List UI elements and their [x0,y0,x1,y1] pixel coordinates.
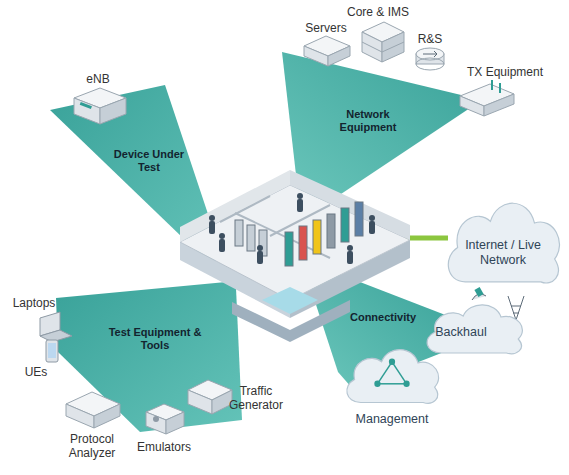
traffic-generator-device [188,380,232,414]
beam-label-box: Network Equipment [322,108,414,134]
equipment-label: Emulators [129,440,199,454]
beam-title: Test Equipment & Tools [105,326,205,352]
equipment-label: Traffic Generator [223,384,289,412]
beam-title: Network Equipment [322,108,414,134]
equipment-label: Servers [296,21,356,35]
cloud-label: Internet / Live Network [440,192,566,268]
people [209,193,375,264]
equipment-label: TX Equipment [455,65,555,79]
equipment-label: Protocol Analyzer [57,432,127,460]
beam-title: Connectivity [346,311,420,324]
cloud-node: Management [340,342,444,430]
server-device [304,36,350,66]
cloud-label: Management [340,342,444,427]
cloud-label: Backhaul [420,298,528,340]
beam-label-box: Connectivity [346,311,420,324]
router-device [416,48,444,70]
equipment-label: eNB [73,72,123,86]
callout-beam [56,282,242,432]
ue-phone [46,340,58,362]
laptop-icon [40,312,72,342]
beam-label-box: Device Under Test [110,148,188,174]
tx-device [460,80,514,116]
protocol-analyzer-device [66,392,120,428]
core-ims-device [362,22,404,62]
equipment-label: UEs [16,365,56,379]
emulator-device [146,404,184,434]
equipment-label: Core & IMS [338,5,418,19]
cloud-shape [340,342,444,408]
equipment-label: Laptops [4,296,64,310]
beam-title: Device Under Test [110,148,188,174]
network-link [405,236,448,241]
enb-device [74,88,126,124]
cloud-node: Internet / Live Network [440,192,566,290]
equipment-label: R&S [410,32,450,46]
beam-label-box: Test Equipment & Tools [105,326,205,352]
cloud-node: Backhaul [420,298,528,358]
